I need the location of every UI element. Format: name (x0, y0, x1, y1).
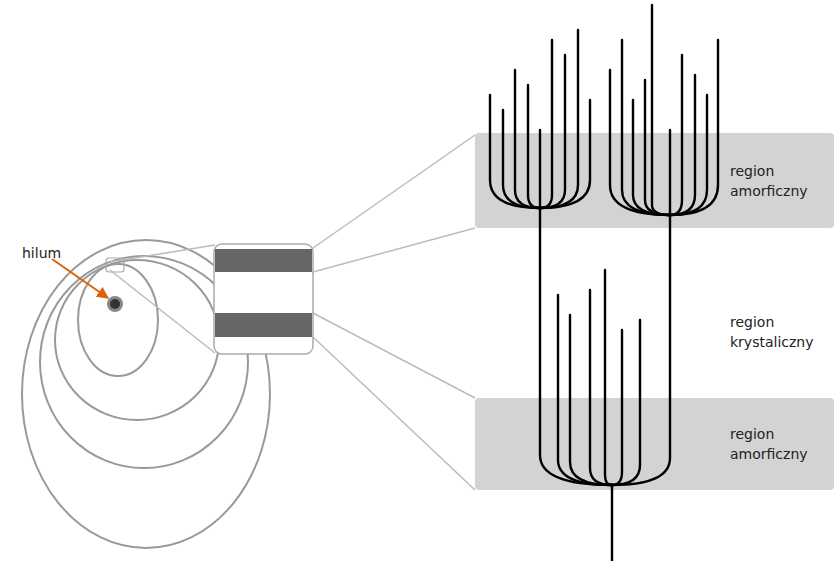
chain (670, 95, 707, 215)
chain (612, 330, 622, 485)
zoom-line (313, 313, 475, 398)
growth-ring (55, 260, 219, 420)
chain (570, 315, 612, 485)
hilum-dot (110, 299, 120, 309)
chain (612, 320, 640, 485)
chain (612, 130, 670, 485)
chain (558, 295, 612, 485)
zoom-line (110, 245, 215, 262)
amorphous-band: region amorficzny (475, 133, 834, 228)
zoom-box (214, 244, 313, 354)
chain (540, 55, 565, 208)
growth-rings (22, 240, 270, 548)
hilum-pointer (52, 259, 108, 298)
chain (622, 40, 670, 215)
chain (540, 130, 612, 485)
chain (645, 80, 670, 215)
zoom-line (110, 270, 215, 353)
growth-ring (40, 256, 248, 468)
zoom-line (313, 228, 475, 272)
zoom-amorphous-band (215, 313, 312, 337)
chain (540, 40, 552, 208)
chain (605, 270, 612, 485)
zoom-line (313, 337, 475, 490)
chain (633, 100, 670, 215)
chain (670, 40, 718, 215)
amorphous-band: region amorficzny (475, 398, 834, 490)
region-label: region amorficzny (730, 424, 830, 464)
chain (670, 75, 695, 215)
zoom-line (313, 135, 475, 248)
chain (540, 100, 590, 208)
region-label: region amorficzny (730, 161, 830, 201)
region-label: region krystaliczny (730, 312, 830, 352)
zoom-source-box (106, 258, 124, 272)
growth-ring (22, 240, 270, 548)
chain (503, 110, 540, 208)
chain (611, 485, 613, 561)
chain (590, 290, 612, 485)
chain (490, 95, 540, 208)
chain (528, 85, 540, 208)
chain (515, 70, 540, 208)
chain (652, 5, 670, 215)
hilum-ring (107, 296, 123, 312)
chain (670, 55, 682, 215)
hilum-label: hilum (22, 243, 122, 263)
chain (610, 70, 670, 215)
chain (540, 30, 578, 208)
zoom-amorphous-band (215, 249, 312, 272)
zoom-lines (110, 135, 475, 490)
growth-ring (78, 264, 158, 376)
amylopectin-clusters (490, 5, 718, 561)
